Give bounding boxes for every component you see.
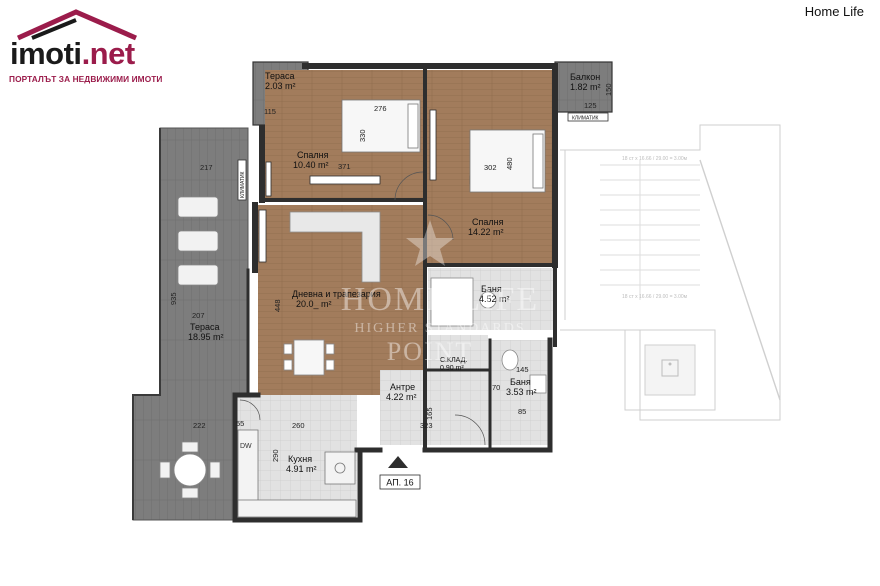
bedroom1-area: 10.40 m² <box>293 160 329 170</box>
walls <box>232 63 558 523</box>
bath2-fixtures <box>501 349 547 394</box>
logo-text: imoti.net <box>10 36 135 72</box>
bath1-area: 4.52 m² <box>479 294 510 304</box>
watermark-line1: HOME LIFE <box>341 281 539 318</box>
ac-unit-balcony <box>567 112 609 122</box>
bath2-area: 3.53 m² <box>506 387 537 397</box>
bath2-name: Баня <box>510 377 531 387</box>
kitchen-area: 4.91 m² <box>286 464 317 474</box>
bed-bedroom1 <box>341 99 421 153</box>
dim-145: 145 <box>516 365 529 374</box>
ac-label-terrace: КЛИМАТИК <box>240 171 246 198</box>
terrace-small-area: 2.03 m² <box>265 81 296 91</box>
sun-loungers <box>177 196 219 286</box>
dim-448: 448 <box>273 299 282 312</box>
hall-floor <box>380 370 490 445</box>
dim-935: 935 <box>169 292 178 305</box>
dim-70: 70 <box>492 383 500 392</box>
terrace-small-name: Тераса <box>265 71 295 81</box>
doors <box>239 171 486 446</box>
dim-150: 150 <box>604 83 613 96</box>
dim-276: 276 <box>374 104 387 113</box>
watermark-line3: POINT <box>387 337 474 366</box>
stairs-label-lower: 18 ст x 16.66 / 29.00 = 3.00м <box>622 294 688 300</box>
entrance-tag <box>379 474 421 490</box>
bedroom2-area: 14.22 m² <box>468 227 504 237</box>
dishwasher-label: DW <box>240 443 252 450</box>
dim-371: 371 <box>338 162 351 171</box>
logo-tagline: ПОРТАЛЪТ ЗА НЕДВИЖИМИ ИМОТИ <box>9 74 163 84</box>
dim-115: 115 <box>264 107 276 116</box>
terrace-big-area: 18.95 m² <box>188 332 224 342</box>
kitchen-counter <box>237 429 357 518</box>
logo-name: imoti <box>10 36 82 71</box>
bedroom2-name: Спалня <box>472 217 504 227</box>
bath1-fixtures <box>430 277 497 327</box>
dim-222: 222 <box>193 421 206 430</box>
terrace-big-name: Тераса <box>190 322 220 332</box>
dim-165: 165 <box>425 407 434 420</box>
entrance-arrow <box>388 456 408 468</box>
ac-label-balcony: КЛИМАТИК <box>572 116 599 122</box>
roof-icon <box>16 9 137 41</box>
dim-207: 207 <box>192 311 205 320</box>
dim-125: 125 <box>584 101 597 110</box>
entrance-label: АП. 16 <box>386 478 413 488</box>
site-logo[interactable]: imoti.net ПОРТАЛЪТ ЗА НЕДВИЖИМИ ИМОТИ <box>8 8 168 88</box>
logo-domain: .net <box>81 36 136 71</box>
kitchen-name: Кухня <box>288 454 312 464</box>
closet-area: 0.90 m² <box>440 365 464 372</box>
dim-302: 302 <box>484 163 497 172</box>
terrace-dining-set <box>159 441 221 499</box>
dim-217: 217 <box>200 163 213 172</box>
closet-floor <box>428 335 488 370</box>
watermark-line2: HIGHER STANDARDS <box>354 321 525 336</box>
dim-290: 290 <box>271 449 280 462</box>
bath1-name: Баня <box>481 284 502 294</box>
living-name: Дневна и трапезария <box>292 289 381 299</box>
hall-name: Антре <box>390 382 415 392</box>
watermark: HOME LIFE HIGHER STANDARDS POINT <box>341 220 539 366</box>
dim-323: 323 <box>420 421 433 430</box>
accessibility-icon <box>661 359 679 377</box>
dining-table <box>283 339 335 376</box>
hall-area: 4.22 m² <box>386 392 417 402</box>
ac-unit-terrace <box>237 159 247 201</box>
sofa <box>289 211 381 283</box>
bed-bedroom2 <box>469 129 546 193</box>
dim-55: 55 <box>236 419 244 428</box>
closet-name: С.КЛАД. <box>440 357 467 364</box>
neighbor-stairs <box>560 124 781 421</box>
dim-85: 85 <box>518 407 526 416</box>
balcony-name: Балкон <box>570 72 600 82</box>
dim-480: 480 <box>505 157 514 170</box>
stairs-label-upper: 18 ст x 16.66 / 29.00 = 3.00м <box>622 156 688 162</box>
dim-330: 330 <box>358 129 367 142</box>
brand-name: Home Life <box>804 4 864 19</box>
bedroom1-name: Спалня <box>297 150 329 160</box>
dim-260: 260 <box>292 421 305 430</box>
terrace-big-railing <box>132 128 161 520</box>
living-area: 20.0_ m² <box>296 299 332 309</box>
balcony-area: 1.82 m² <box>570 82 601 92</box>
